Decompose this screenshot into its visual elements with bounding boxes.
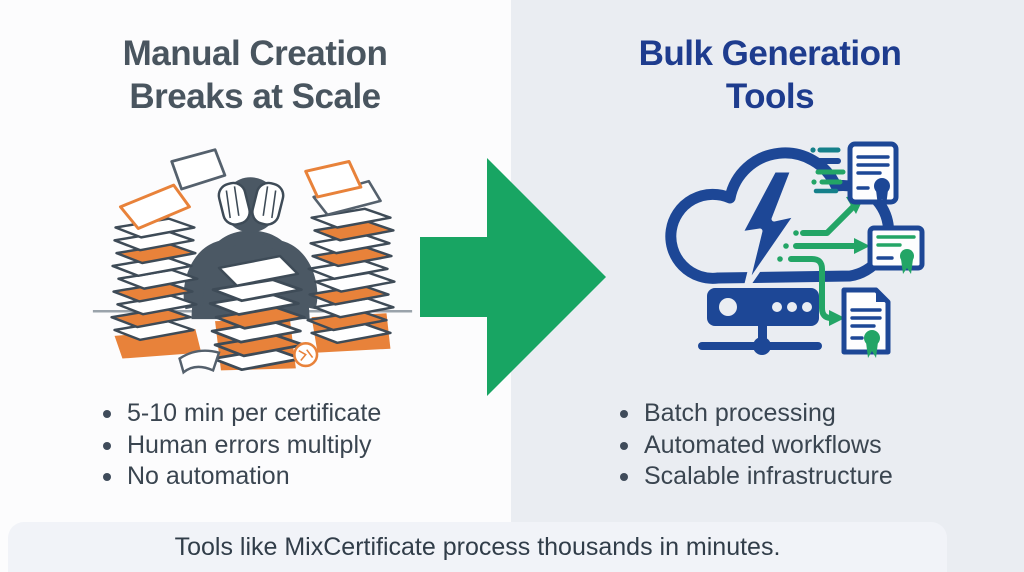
paper-stack-right	[306, 179, 396, 345]
certificate-icon	[841, 287, 891, 358]
list-item: Batch processing	[620, 398, 950, 430]
bullet-text: Scalable infrastructure	[644, 462, 893, 490]
bullet-text: Automated workflows	[644, 430, 882, 459]
certificate-icon	[867, 225, 925, 274]
dropped-sheet	[178, 349, 221, 375]
list-item: Human errors multiply	[103, 430, 433, 462]
flying-papers	[170, 148, 363, 199]
bullet-dot	[620, 410, 628, 418]
bullet-dot	[620, 441, 628, 450]
list-item: Scalable infrastructure	[620, 461, 950, 493]
crumpled-paper-icon	[293, 342, 319, 368]
left-title-line1: Manual Creation	[122, 34, 388, 73]
right-bullet-list: Batch processing Automated workflows Sca…	[620, 398, 950, 493]
server-icon	[698, 288, 822, 355]
bullet-text: No automation	[127, 462, 290, 490]
list-item: 5-10 min per certificate	[103, 398, 433, 430]
right-title: Bulk Generation Tools	[585, 32, 955, 118]
left-title-line2: Breaks at Scale	[129, 77, 381, 116]
paper-stack-center	[208, 254, 306, 372]
left-title: Manual Creation Breaks at Scale	[58, 32, 452, 118]
stressed-person-paper-stacks-illustration	[92, 148, 413, 375]
left-bullet-list: 5-10 min per certificate Human errors mu…	[103, 398, 433, 493]
bullet-dot	[103, 441, 111, 450]
bullet-dot	[620, 473, 628, 481]
footer-caption-bar: Tools like MixCertificate process thousa…	[8, 522, 947, 572]
hands-icon	[217, 181, 285, 226]
list-item: No automation	[103, 461, 433, 493]
footer-caption: Tools like MixCertificate process thousa…	[174, 532, 781, 561]
bullet-dot	[103, 410, 111, 418]
transform-arrow-icon	[420, 158, 606, 396]
bulk-generation-illustration	[665, 141, 925, 358]
list-item: Automated workflows	[620, 430, 950, 462]
certificate-icon	[847, 141, 899, 206]
speed-dashes	[777, 147, 846, 262]
bullet-text: Batch processing	[644, 399, 836, 427]
right-title-line1: Bulk Generation	[638, 34, 902, 73]
bullet-text: 5-10 min per certificate	[127, 399, 382, 427]
lightning-bolt-icon	[737, 167, 800, 291]
right-title-line2: Tools	[725, 77, 815, 116]
flow-arrows	[788, 204, 858, 321]
bullet-text: Human errors multiply	[127, 430, 372, 459]
paper-stack-left	[110, 183, 199, 342]
bullet-dot	[103, 473, 111, 481]
